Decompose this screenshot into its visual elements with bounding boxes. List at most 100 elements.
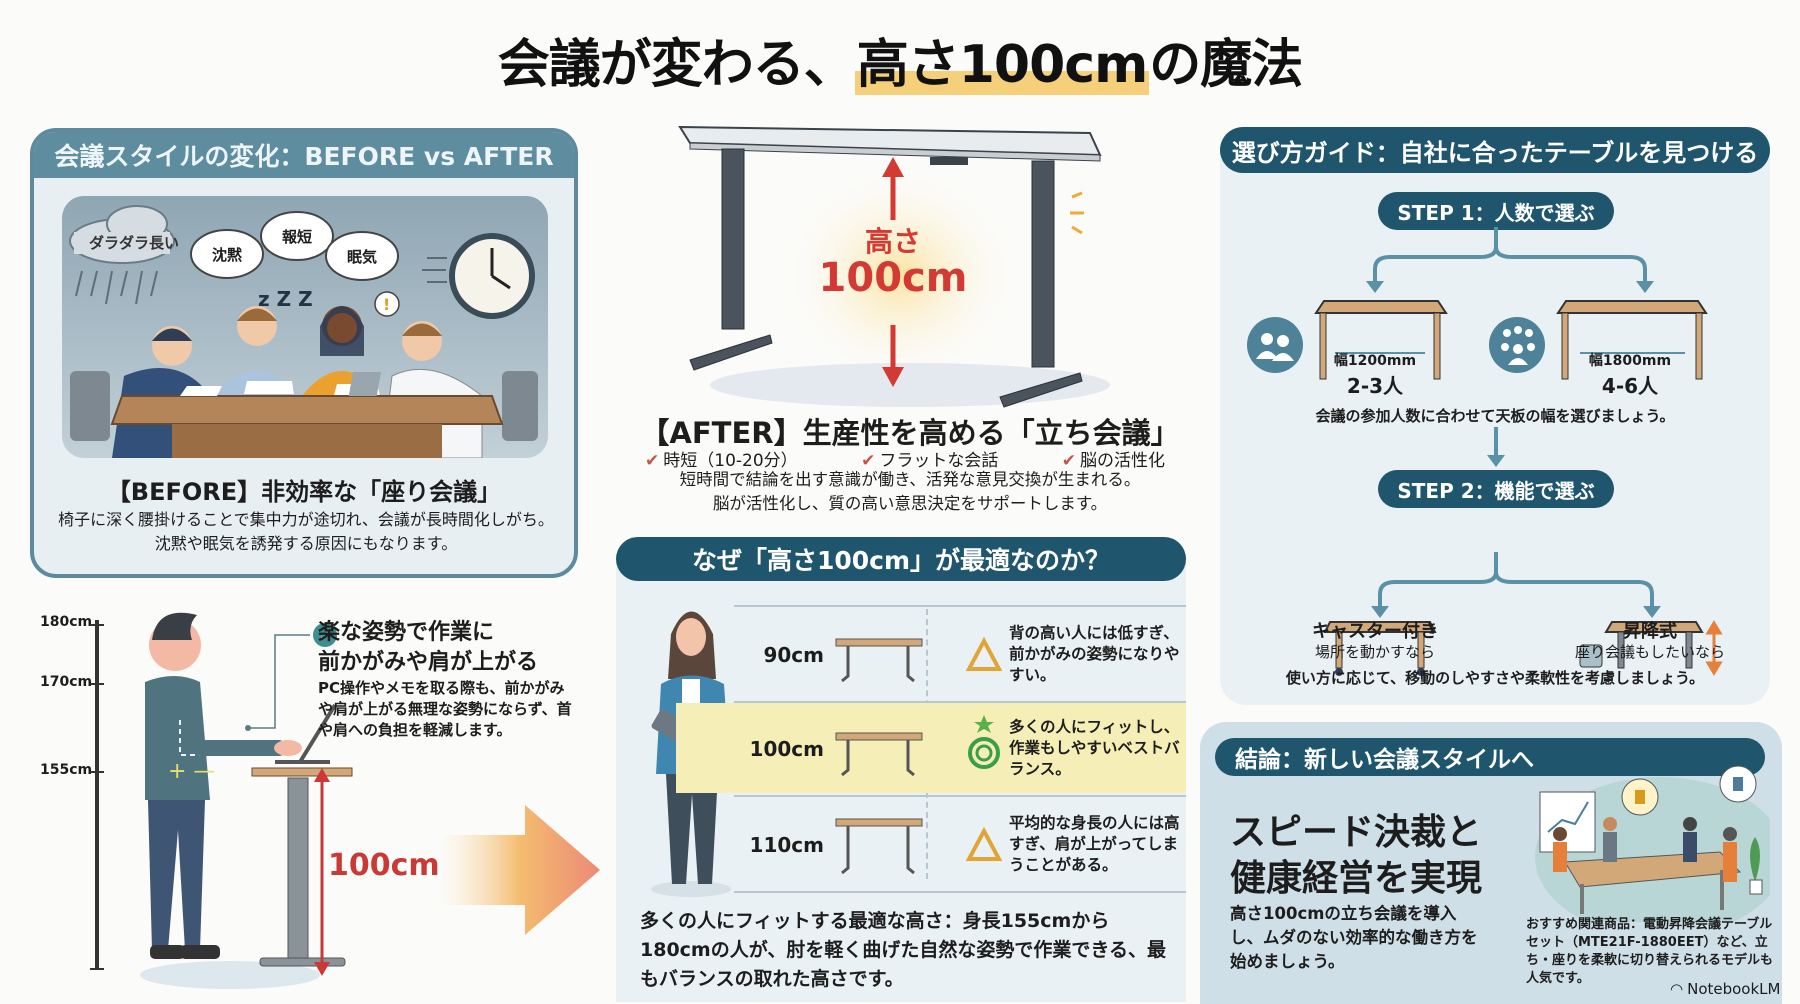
rain-cloud-icon — [69, 205, 175, 305]
before-text-line: 沈黙や眠気を誘発する原因にもなります。 — [154, 534, 458, 553]
title-suffix: の魔法 — [1149, 35, 1303, 95]
table-icon — [835, 818, 923, 875]
before-title: 【BEFORE】非効率な「座り会議」 — [106, 478, 502, 506]
row-description: 多くの人にフィットし、作業もしやすいベストバランス。 — [1009, 718, 1180, 778]
motor-icon — [1579, 644, 1603, 668]
standing-desk-illustration: 高さ 100cm — [660, 115, 1130, 415]
row-description: 背の高い人には低すぎ、前かがみの姿勢になりやすい。 — [1009, 624, 1180, 684]
option-sub: 座り会議もしたいなら — [1574, 643, 1725, 661]
height-scale — [95, 620, 99, 970]
selection-guide-panel: 選び方ガイド：自社に合ったテーブルを見つける STEP 1：人数で選ぶ — [1220, 127, 1770, 705]
posture-callout-text: PC操作やメモを取る際も、前かがみや肩が上がる無理な姿勢にならず、首や肩への負担… — [318, 679, 572, 739]
notebooklm-logo-icon: ◠ — [1670, 980, 1684, 998]
after-benefits: ✔時短（10-20分） ✔フラットな会話 ✔脳の活性化 — [645, 446, 1165, 471]
bubble-silence: 沈黙 — [211, 246, 242, 264]
check-icon: ✔ — [1061, 451, 1076, 471]
brand-label: NotebookLM — [1687, 980, 1781, 998]
meeting-table — [110, 395, 504, 425]
sitting-meeting-illustration: z Z Z ! — [69, 205, 538, 458]
svg-text:z Z Z: z Z Z — [258, 287, 313, 311]
option-width: 幅1200mm — [1333, 353, 1417, 369]
step1-badge: STEP 1：人数で選ぶ — [1378, 192, 1614, 230]
title-prefix: 会議が変わる、 — [497, 35, 856, 95]
why-panel-header: なぜ「高さ100cm」が最適なのか？ — [616, 537, 1186, 581]
conclusion-header: 結論：新しい会議スタイルへ — [1215, 738, 1765, 776]
before-text-line: 椅子に深く腰掛けることで集中力が途切れ、会議が長時間化しがち。 — [58, 510, 554, 529]
desk-leg — [1031, 160, 1055, 368]
conclusion-panel: 結論：新しい会議スタイルへ スピード決裁と 健康経営を実現 高さ100cmの立ち… — [1200, 722, 1782, 1004]
why-panel-footer: 多くの人にフィットする最適な高さ：身長155cmから180cmの人が、肘を軽く曲… — [640, 910, 1166, 990]
adjustable-table-icon — [1579, 620, 1723, 676]
check-icon: ✔ — [645, 451, 660, 471]
height-arrow-icon — [882, 157, 904, 387]
after-title: 【AFTER】生産性を高める「立ち会議」 — [640, 416, 1180, 450]
check-circle-icon — [313, 623, 337, 647]
alert-bubble-icon — [374, 291, 400, 317]
option-people: 4-6人 — [1601, 374, 1659, 398]
table-1200-icon — [1314, 300, 1448, 380]
why-100cm-panel: なぜ「高さ100cm」が最適なのか？ 90cm 背の高い人には低すぎ、前かがみの… — [616, 537, 1186, 1002]
before-panel-header: 会議スタイルの変化：BEFORE vs AFTER — [34, 132, 574, 178]
page-title: 会議が変わる、高さ100cmの魔法 — [0, 22, 1800, 97]
svg-text:✓: ✓ — [319, 629, 331, 645]
svg-text:!: ! — [383, 295, 390, 314]
cloud-label: ダラダラ長い — [88, 234, 179, 252]
posture-height-label: 100cm — [328, 848, 440, 883]
option-sub: 場所を動かすなら — [1314, 643, 1435, 661]
option-name: 昇降式 — [1623, 621, 1677, 642]
headline-line: スピード決裁と — [1230, 812, 1483, 853]
double-circle-rating-icon — [968, 715, 1000, 769]
after-text-line: 脳が活性化し、質の高い意思決定をサポートします。 — [712, 494, 1108, 513]
posture-title-line: 前かがみや肩が上がる — [318, 650, 539, 675]
benefit-item: ✔フラットな会話 — [861, 451, 999, 471]
speech-bubble-icon — [260, 211, 334, 261]
posture-title-line: 楽な姿勢で作業に — [318, 620, 495, 645]
recommended-product-text: おすすめ関連商品：電動昇降会議テーブルセット（MTE21F-1880EET）など… — [1526, 917, 1774, 986]
step2-badge: STEP 2：機能で選ぶ — [1378, 470, 1614, 508]
option-name: キャスター付き — [1312, 621, 1438, 642]
yawning-man — [212, 306, 302, 396]
svg-text:+ —: + — — [168, 759, 215, 784]
row-height: 90cm — [763, 643, 824, 667]
chair-icon — [502, 371, 538, 441]
row-height: 100cm — [749, 737, 824, 761]
desk-top — [251, 767, 353, 777]
check-icon: ✔ — [861, 451, 876, 471]
row-height: 110cm — [749, 833, 824, 857]
benefit-item: ✔脳の活性化 — [1061, 451, 1165, 471]
posture-callout-title: 楽な姿勢で作業に 前かがみや肩が上がる — [318, 618, 538, 678]
clock-icon — [422, 233, 535, 319]
height-row-110: 110cm 平均的な身長の人には高すぎ、肩が上がってしまうことがある。 — [734, 799, 1186, 889]
flow-arrow-icon — [440, 805, 600, 935]
caster-table-icon — [1323, 621, 1437, 676]
standing-meeting-illustration — [1535, 765, 1770, 922]
conclusion-text: 高さ100cmの立ち会議を導入し、ムダのない効率的な働き方を始めましょう。 — [1230, 904, 1478, 971]
row-description: 平均的な身長の人には高すぎ、肩が上がってしまうことがある。 — [1009, 814, 1180, 874]
step2-note: 使い方に応じて、移動のしやすさや柔軟性を考慮しましょう。 — [1285, 669, 1705, 687]
conclusion-headline: スピード決裁と 健康経営を実現 — [1230, 810, 1482, 902]
notebooklm-watermark: ◠ NotebookLM — [1670, 980, 1780, 998]
table-icon — [835, 638, 923, 683]
desk-leg — [721, 148, 745, 330]
guide-flow-illustration — [1247, 227, 1723, 676]
speech-bubble-icon — [190, 229, 264, 279]
standing-person-illustration: + — ✓ — [140, 612, 600, 989]
after-text-line: 短時間で結論を出す意識が働き、活発な意見交換が生まれる。 — [679, 470, 1141, 489]
title-highlight: 高さ100cm — [854, 35, 1150, 95]
bubble-sleepy: 眠気 — [346, 248, 377, 266]
scale-tick-155: 155cm — [40, 762, 93, 778]
before-description: 椅子に深く腰掛けることで集中力が途切れ、会議が長時間化しがち。 沈黙や眠気を誘発… — [44, 508, 568, 556]
height-row-100: 100cm 多くの人にフィットし、作業もしやすいベストバランス。 — [676, 703, 1186, 793]
triangle-rating-icon — [966, 637, 1002, 671]
before-panel: 会議スタイルの変化：BEFORE vs AFTER — [30, 128, 578, 578]
triangle-rating-icon — [966, 827, 1002, 861]
table-icon — [835, 732, 923, 777]
after-description: 短時間で結論を出す意識が働き、活発な意見交換が生まれる。 脳が活性化し、質の高い… — [640, 468, 1180, 516]
chair-icon — [70, 371, 110, 441]
guide-panel-header: 選び方ガイド：自社に合ったテーブルを見つける — [1220, 127, 1770, 173]
height-arrow-icon — [314, 768, 330, 976]
meeting-scene-illustration: z Z Z ! — [62, 196, 548, 458]
up-down-arrow-icon — [1705, 620, 1723, 676]
small-group-icon — [1247, 317, 1303, 373]
motion-lines-icon — [1070, 191, 1084, 235]
